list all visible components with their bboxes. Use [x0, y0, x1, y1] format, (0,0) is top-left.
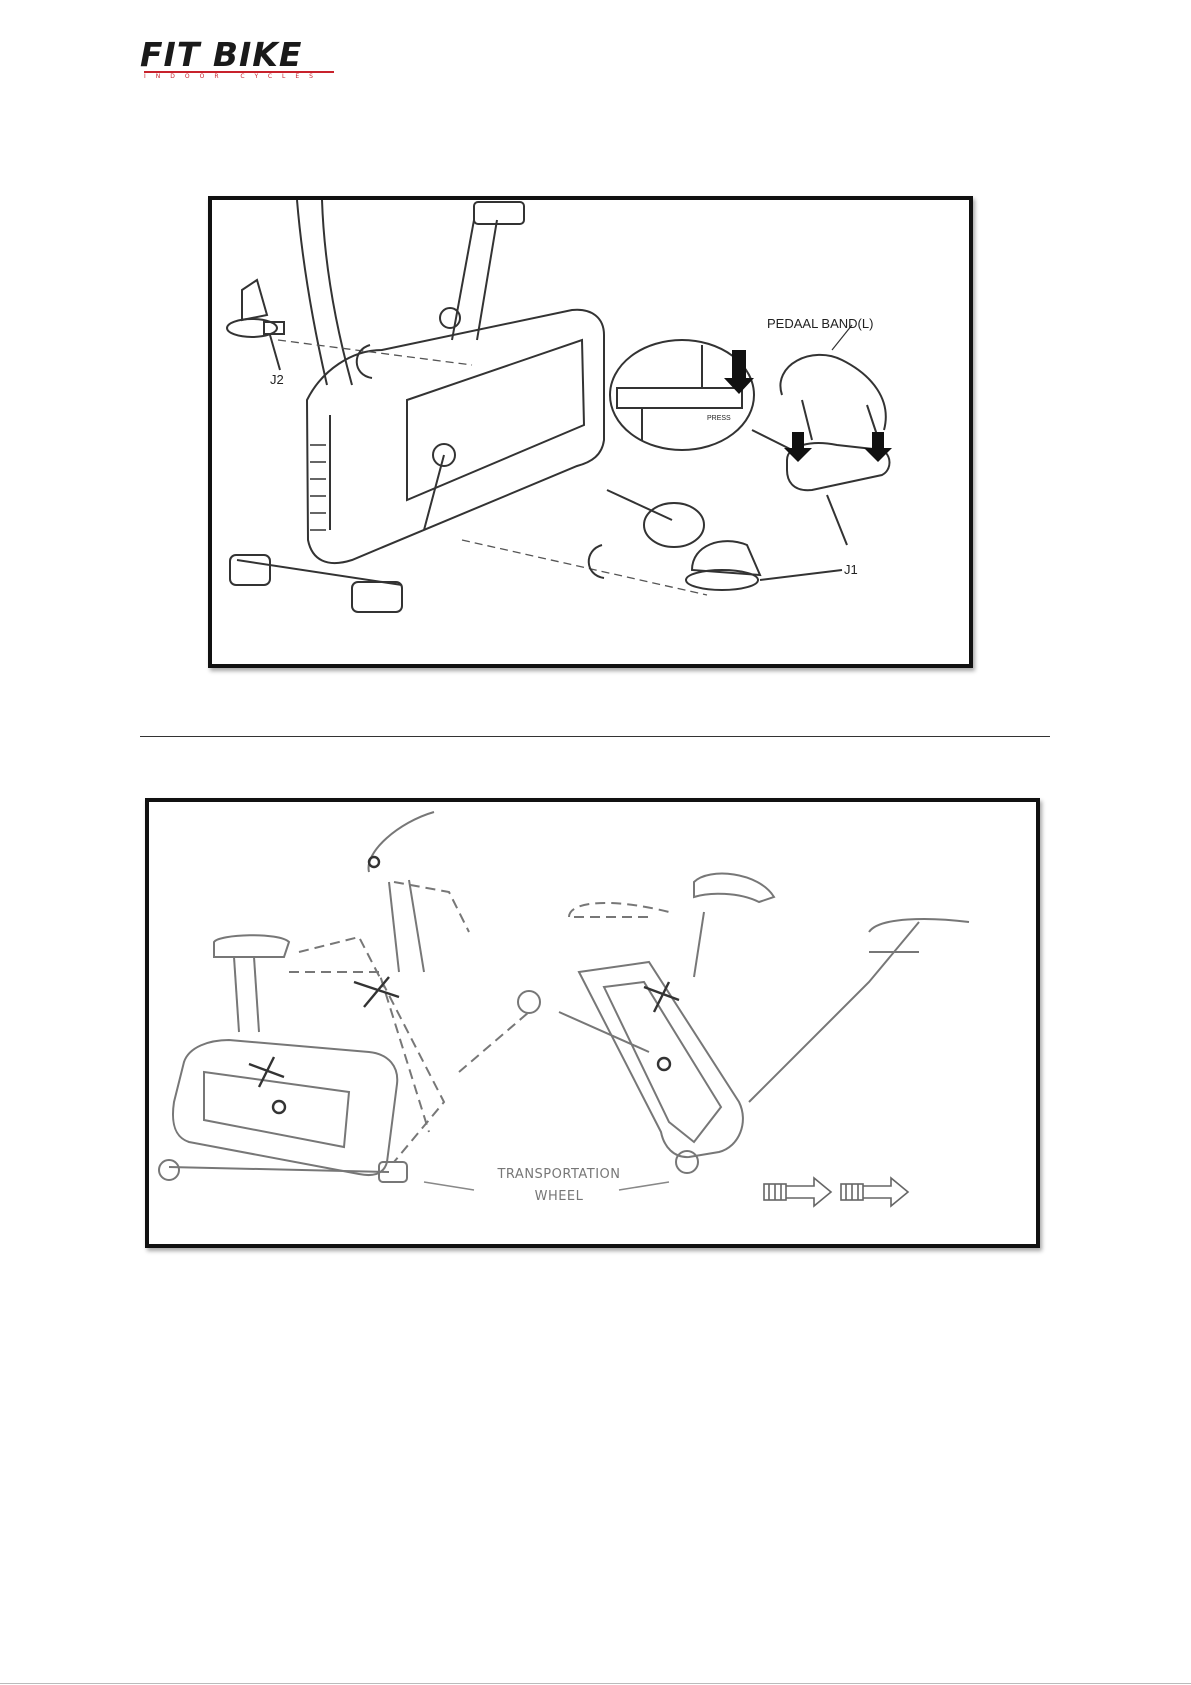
- brand-logo: FIT BIKE INDOOR CYCLES: [140, 38, 340, 80]
- transport-label-line2: WHEEL: [489, 1186, 629, 1208]
- press-label: PRESS: [707, 415, 731, 422]
- pedal-band-label: PEDAAL BAND(L): [767, 316, 873, 331]
- section-divider: [140, 736, 1050, 737]
- logo-tagline: INDOOR CYCLES: [144, 71, 334, 81]
- logo-wordmark: FIT BIKE: [140, 38, 302, 72]
- transport-label-line1: TRANSPORTATION: [489, 1164, 629, 1186]
- transport-wheel-label: TRANSPORTATION WHEEL: [489, 1164, 629, 1208]
- page-bottom-edge: [0, 1683, 1191, 1684]
- pedal-installation-drawing: [212, 200, 969, 664]
- j1-label: J1: [844, 562, 858, 577]
- pedal-installation-figure: PEDAAL BAND(L) J2 J1 PRESS: [208, 196, 973, 668]
- j2-label: J2: [270, 372, 284, 387]
- transportation-figure: TRANSPORTATION WHEEL: [145, 798, 1040, 1248]
